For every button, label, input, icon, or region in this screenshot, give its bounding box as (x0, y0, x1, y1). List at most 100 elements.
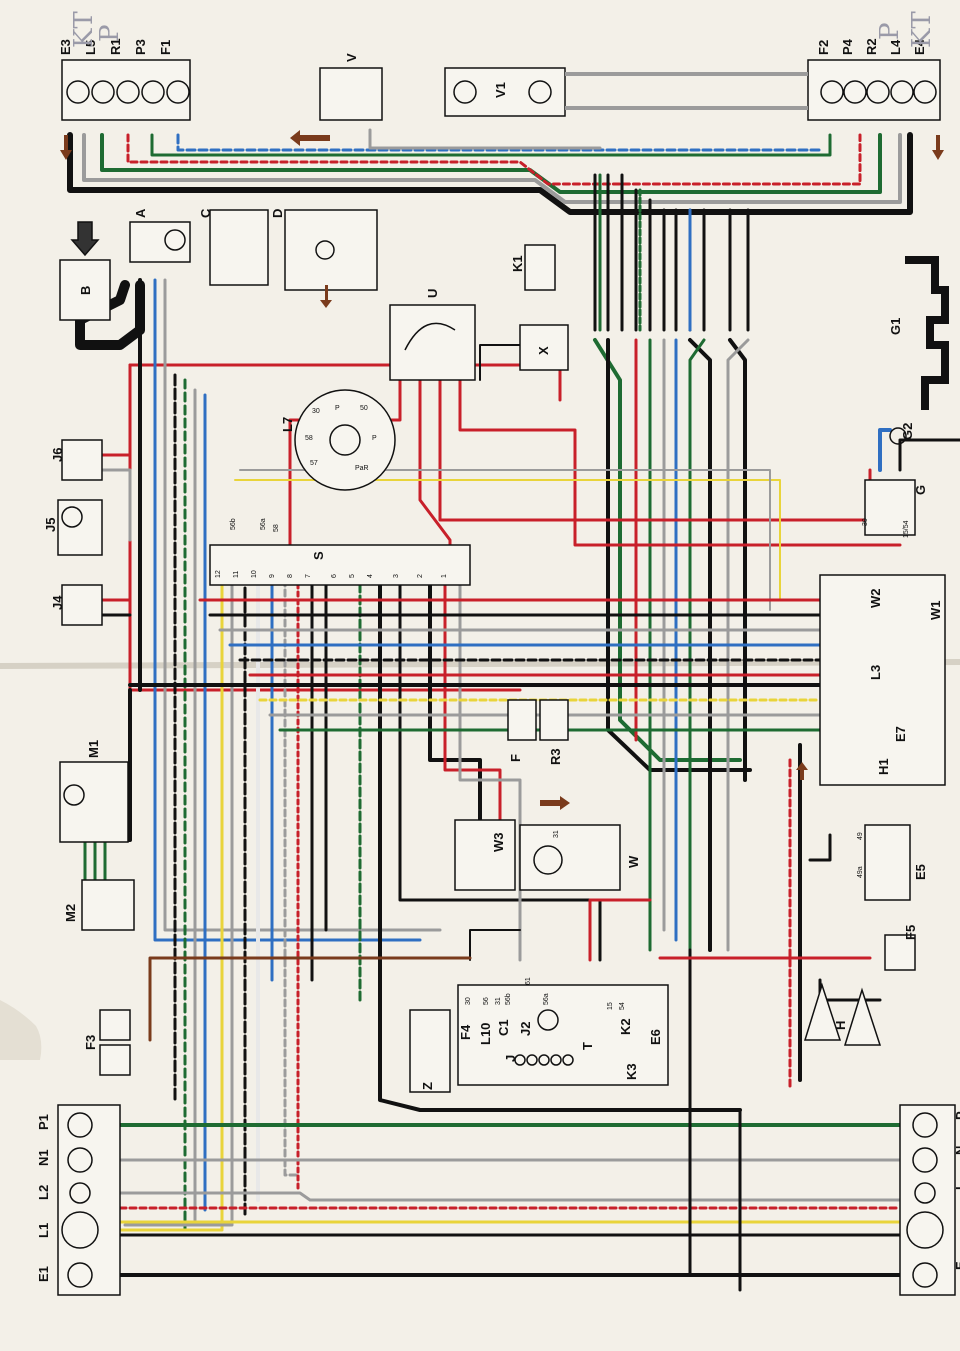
ignition-switch-hub (329, 424, 361, 456)
wiper-motor-icon (533, 845, 563, 875)
label-p4: P4 (840, 38, 855, 55)
wire-bottom-grey2 (118, 1191, 902, 1202)
wiper-pin-31: 31 (553, 830, 560, 838)
wire-e5-black (808, 833, 832, 862)
label-a: A (133, 208, 148, 218)
component-m2 (81, 879, 135, 931)
component-j4 (61, 584, 103, 626)
wire-top-bus (67, 132, 913, 215)
label-h1: H1 (876, 758, 891, 775)
panel-pin-31: 31 (495, 997, 502, 1005)
ground-arrow-icon (290, 130, 330, 146)
pin-56a: 56a (260, 518, 267, 530)
component-e5 (864, 824, 911, 901)
ign-pin-p2: P (372, 435, 377, 442)
panel-pin-56b: 56b (505, 993, 512, 1005)
label-x: X (536, 346, 551, 355)
wire-fuse-black5 (398, 578, 602, 962)
panel-pin-61: 61 (525, 977, 532, 985)
ign-pin-58: 58 (305, 435, 313, 442)
wire-panel-red (588, 898, 652, 962)
alternator-icon (315, 240, 335, 260)
label-m1: M1 (86, 740, 101, 758)
label-n1: N1 (36, 1149, 51, 1166)
fuse-9: 9 (269, 574, 276, 578)
panel-pin-56a: 56a (543, 993, 550, 1005)
battery-arrow-icon (70, 221, 100, 257)
ign-pin-par: PaR (355, 465, 369, 472)
label-f4: F4 (458, 1024, 473, 1040)
label-w: W (626, 855, 641, 868)
label-f1: F1 (158, 40, 173, 55)
j5-lamp-icon (61, 506, 83, 528)
component-d-alternator (284, 209, 378, 291)
label-s: S (311, 551, 326, 560)
wire-top-red (126, 133, 862, 186)
wire-panel-1 (469, 929, 521, 961)
fuse-6: 6 (331, 574, 338, 578)
torn-corner (0, 1000, 42, 1060)
label-b: B (78, 286, 93, 295)
ground-arrow-icon (320, 285, 332, 308)
label-j5: J5 (43, 518, 58, 532)
label-h: H (833, 1021, 848, 1030)
label-w2: W2 (868, 589, 883, 609)
label-v1: V1 (493, 82, 508, 98)
component-ignition-switch (294, 389, 396, 491)
wire-fuse-yellow (118, 558, 224, 1232)
fuse-8: 8 (287, 574, 294, 578)
label-w1: W1 (928, 601, 943, 621)
wire-panel-brown (148, 956, 472, 1042)
m1-motor-icon (63, 784, 85, 806)
fuse-4: 4 (367, 574, 374, 578)
label-u: U (425, 289, 440, 298)
wire-fuse-black6 (428, 578, 482, 822)
wire-v-grey (368, 128, 602, 150)
ground-arrow-icon (932, 135, 944, 160)
label-j2: J2 (518, 1022, 533, 1036)
fuse-5: 5 (349, 574, 356, 578)
wire-g-blue (878, 428, 892, 472)
g-pin-1554: 15/54 (903, 520, 910, 538)
label-l1: L1 (36, 1223, 51, 1238)
component-j6 (61, 439, 103, 481)
component-h-horns (803, 982, 882, 1046)
fuse-10: 10 (251, 570, 258, 578)
label-p1: P1 (36, 1114, 51, 1130)
panel-pin-54: 54 (619, 1002, 626, 1010)
handwritten-kt-right: KT (907, 11, 937, 48)
label-n: N (953, 1146, 960, 1155)
component-u (389, 304, 476, 381)
component-c-regulator (209, 209, 269, 286)
label-p3: P3 (133, 39, 148, 55)
pin-58: 58 (273, 524, 280, 532)
front-right-lamp-cluster (807, 59, 941, 121)
label-g1: G1 (888, 318, 903, 335)
component-k1 (524, 244, 556, 291)
component-f5 (884, 934, 916, 971)
component-v1-lamp-left (453, 80, 477, 104)
g2-sender-icon (889, 427, 907, 445)
label-w3: W3 (491, 833, 506, 853)
component-j5 (57, 499, 103, 556)
page-fold (0, 659, 960, 669)
rear-left-lamp-cluster (57, 1104, 121, 1296)
label-e7: E7 (893, 726, 908, 742)
label-f3: F3 (83, 1035, 98, 1050)
wire-main-green4 (688, 338, 706, 962)
component-r3 (539, 699, 569, 741)
ground-arrow-icon (796, 762, 808, 780)
fuse-7: 7 (305, 574, 312, 578)
label-j4: J4 (50, 595, 65, 610)
component-w3 (454, 819, 516, 891)
label-e4: E4 (912, 38, 927, 55)
label-e3: E3 (58, 39, 73, 55)
label-j6: J6 (50, 448, 65, 462)
wire-fuse-black4 (378, 578, 742, 1112)
fuse-2: 2 (417, 574, 424, 578)
label-v: V (344, 53, 359, 62)
component-a-starter (129, 221, 191, 263)
wire-g-black (898, 438, 960, 472)
wire-main-grey2 (726, 338, 750, 952)
panel-pin-56: 56 (483, 997, 490, 1005)
